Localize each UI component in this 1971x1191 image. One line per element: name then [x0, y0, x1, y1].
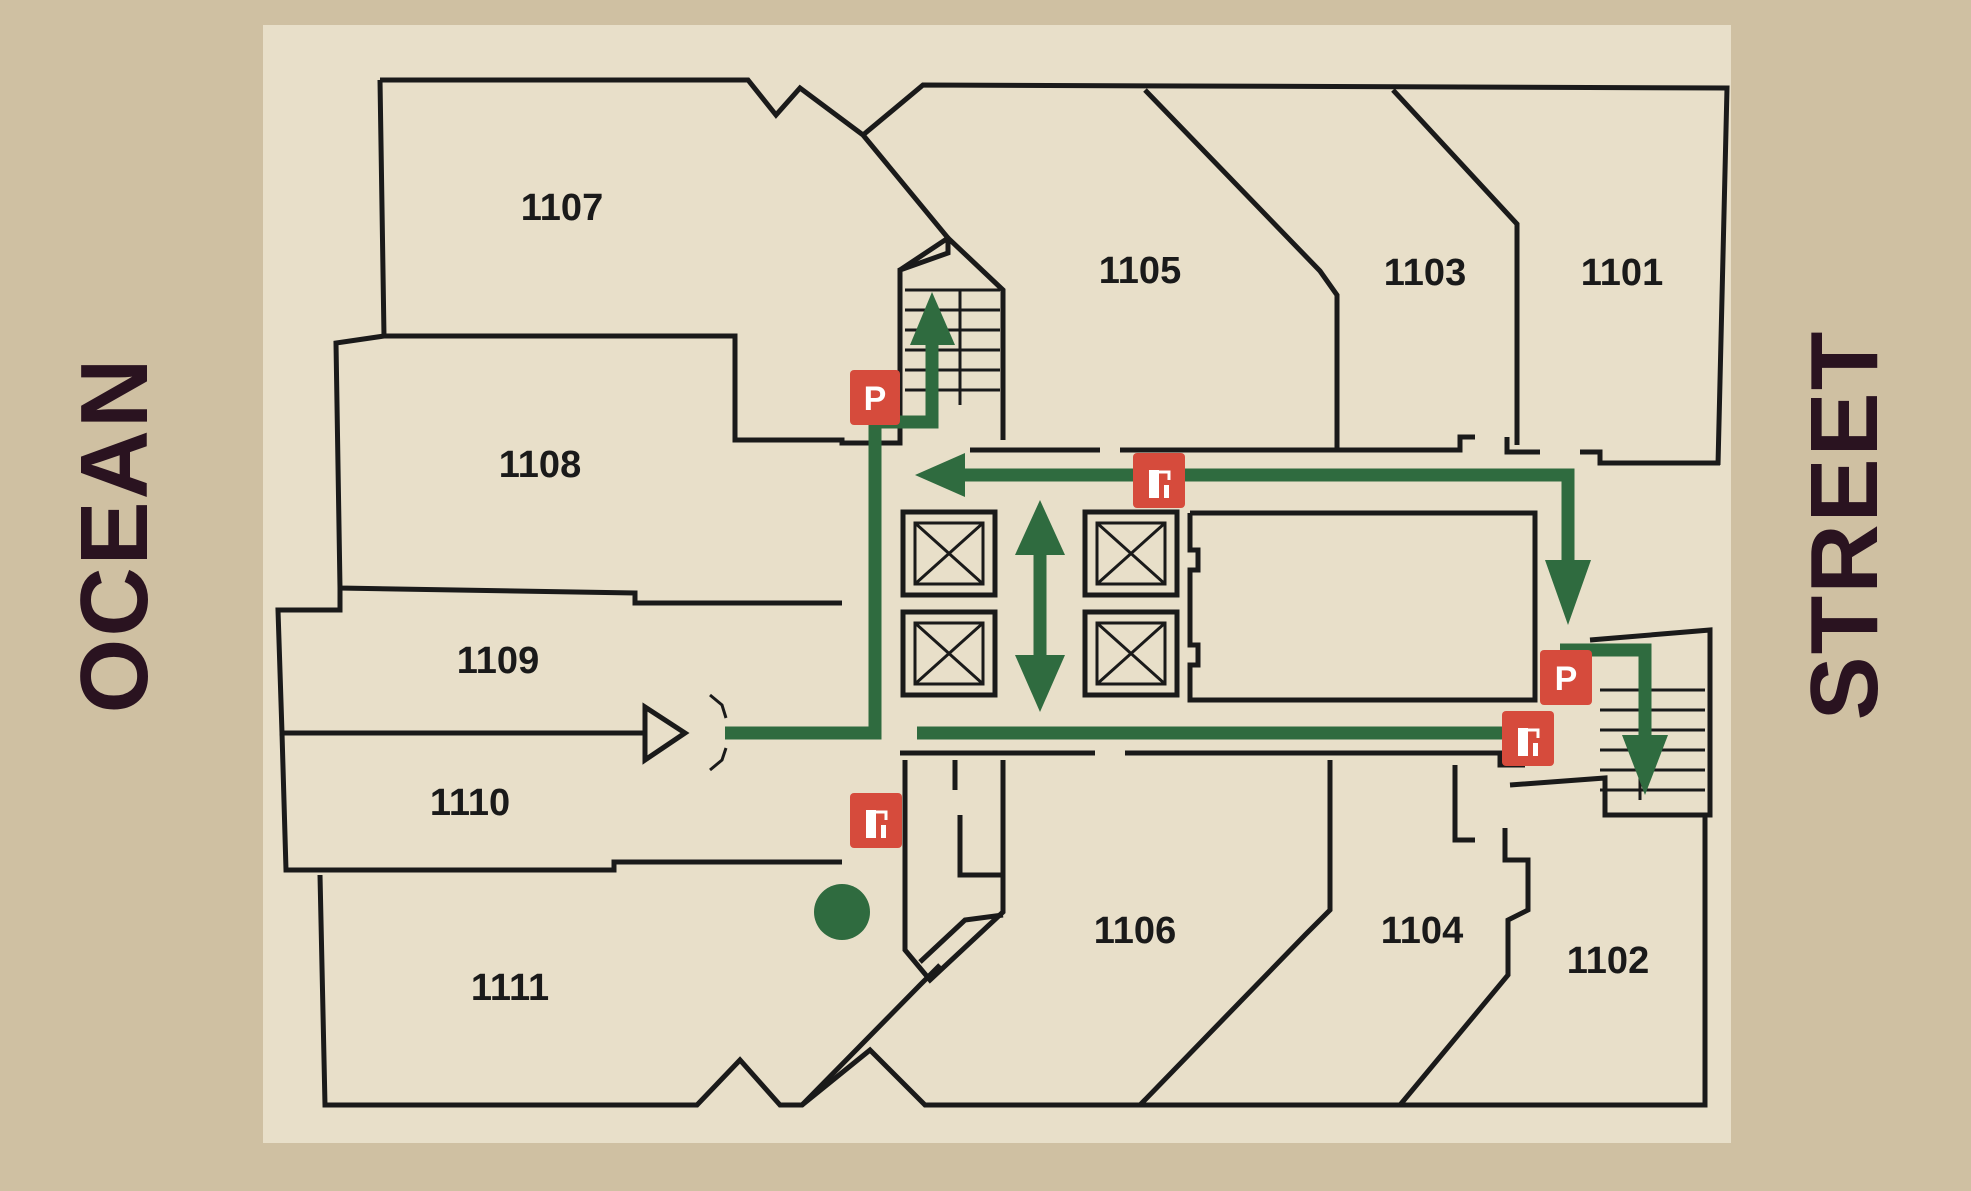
- room-label-1104: 1104: [1381, 910, 1463, 952]
- elevator-icon: [1082, 509, 1180, 598]
- building-outline-top-right: [861, 82, 1730, 466]
- symbols: P P: [850, 370, 1592, 848]
- exit-door-arrow: [642, 702, 690, 765]
- corridor-wall-top-3: [1504, 437, 1540, 455]
- route-arrow-left: [915, 453, 965, 497]
- stairwell-lower-right: [1509, 627, 1713, 818]
- you-are-here-dot-icon: [814, 884, 870, 940]
- room-outline-1111: [317, 874, 942, 1108]
- parking-sign-lower: P: [1540, 650, 1592, 705]
- route-arrow-down-stair: [1622, 735, 1668, 795]
- walls: [275, 77, 1730, 1108]
- parking-sign-upper: P: [850, 370, 900, 425]
- stairwell-upper-left: [898, 234, 1006, 440]
- room-outline-1108: [333, 333, 842, 606]
- room-label-1107: 1107: [521, 187, 603, 229]
- route-arrow-up: [910, 292, 955, 345]
- elevator-icon: [1082, 609, 1180, 698]
- corridor-wall-top-4: [1580, 449, 1720, 466]
- room-label-1110: 1110: [430, 782, 510, 824]
- fire-extinguisher-icon: [1133, 453, 1185, 508]
- route-arrow-down-lobby: [1015, 655, 1065, 712]
- wall-1104-1102: [1452, 765, 1475, 843]
- wall-1104-1102-b: [1398, 828, 1531, 1107]
- room-label-1106: 1106: [1094, 910, 1176, 952]
- room-label-1105: 1105: [1099, 250, 1181, 292]
- elevators: [900, 509, 1180, 698]
- wall-1103-1101: [1391, 88, 1520, 445]
- svg-text:P: P: [1555, 660, 1578, 698]
- utility-room-lower: [902, 760, 1006, 984]
- utility-room-diag: [918, 912, 1004, 964]
- route-to-stair-right: [1560, 643, 1652, 740]
- door-swing-1: [709, 693, 728, 719]
- building-outline-bottom: [800, 815, 1708, 1108]
- corridor-wall-bottom-2: [1125, 750, 1525, 768]
- door-swing-2: [709, 747, 728, 772]
- room-label-1109: 1109: [457, 640, 539, 682]
- room-label-1111: 1111: [471, 967, 549, 1009]
- room-labels: 1107 1105 1103 1101 1108 1109 1110 1106 …: [430, 187, 1663, 1009]
- wall-1105-1103: [1143, 88, 1340, 450]
- core-block: [1187, 510, 1538, 703]
- room-label-1108: 1108: [499, 444, 581, 486]
- route-arrow-up-lobby: [1015, 500, 1065, 555]
- route-arrow-down: [1545, 560, 1591, 625]
- svg-text:P: P: [864, 380, 887, 418]
- wall-1106-1104: [1138, 760, 1333, 1107]
- room-outline-1110: [279, 732, 842, 873]
- elevator-icon: [900, 609, 998, 698]
- room-label-1102: 1102: [1567, 940, 1649, 982]
- fire-extinguisher-icon: [1502, 711, 1554, 766]
- elevator-icon: [900, 509, 998, 598]
- room-outline-1109: [275, 588, 645, 736]
- room-label-1101: 1101: [1581, 252, 1663, 294]
- fire-extinguisher-icon: [850, 793, 902, 848]
- corridor-wall-top-2: [1120, 434, 1475, 453]
- room-label-1103: 1103: [1384, 252, 1466, 294]
